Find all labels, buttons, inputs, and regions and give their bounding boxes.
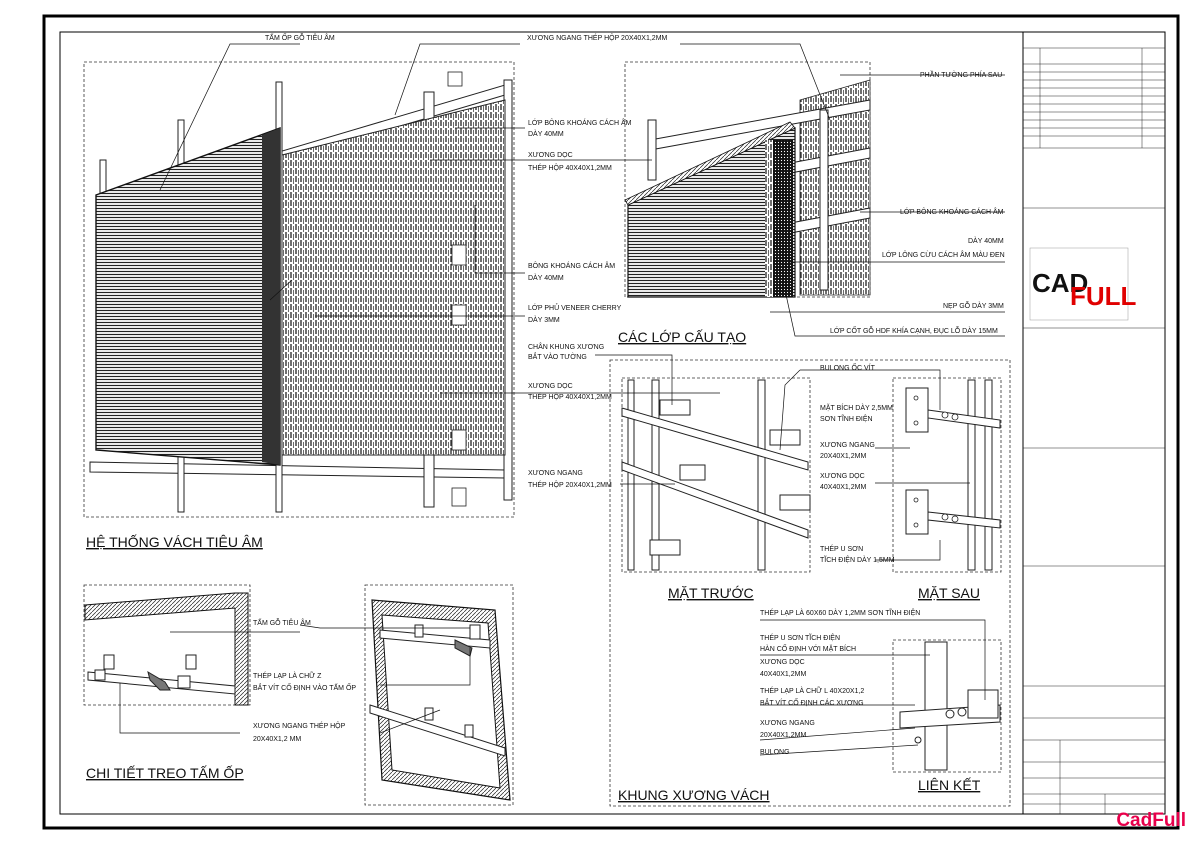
leader-lines [119,43,1005,756]
callout-bulong: BULONG [760,749,790,756]
callout-thep-lap-l-b: BẮT VÍT CỐ ĐỊNH CÁC XƯƠNG [760,697,864,707]
callout-thep-lap-z-b: BẮT VÍT CỐ ĐỊNH VÀO TẤM ỐP [253,682,356,692]
callout-lop-bong-1b: DÀY 40MM [528,129,564,138]
callouts: TẤM ỐP GỖ TIÊU ÂM XƯƠNG NGANG THÉP HỘP 2… [253,32,1005,756]
callout-xuong-ngang-4b: 20X40X1,2 MM [253,736,301,743]
title-chi-tiet: CHI TIẾT TREO TẤM ỐP [86,764,244,781]
callout-xuong-ngang-top: XƯƠNG NGANG THÉP HỘP 20X40X1,2MM [527,33,668,42]
sheet-border [42,14,1180,830]
callout-xuong-ngang-5a: XƯƠNG NGANG [760,720,815,727]
title-block: CAD FULL [1022,31,1166,815]
callout-xuong-ngang-3b: 20X40X1,2MM [820,453,866,460]
logo-cad-text: CAD [1032,268,1088,298]
callout-mat-bich-a: MẶT BÍCH DÀY 2,5MM [820,403,893,412]
callout-xuong-ngang-5b: 20X40X1,2MM [760,732,806,739]
callout-xuong-doc-2a: XƯƠNG DỌC [528,383,573,390]
callout-veneer-a: LỚP PHỦ VENEER CHERRY [528,303,622,312]
title-mat-sau: MẶT SAU [918,585,980,601]
callout-xuong-doc-4a: XƯƠNG DỌC [760,659,805,666]
callout-tam-go-2: TẤM GỖ TIÊU ÂM [253,617,311,627]
callout-xuong-ngang-2b: THÉP HỘP 20X40X1,2MM [528,480,612,489]
callout-xuong-doc-4b: 40X40X1,2MM [760,671,806,678]
hanging-detail-views [83,584,514,806]
main-iso-view [83,61,515,518]
callout-thep-u-2b: HÀN CỐ ĐỊNH VỚI MẶT BÍCH [760,643,856,653]
callout-tam-op-go: TẤM ỐP GỖ TIÊU ÂM [265,32,335,42]
callout-thep-u-2a: THÉP U SƠN TĨCH ĐIỆN [760,633,840,642]
cadfull-watermark: CadFull [1116,810,1186,831]
callout-thep-lap-l-a: THÉP LẠP LÀ CHỮ L 40X20X1,2 [760,686,864,695]
callout-veneer-b: DÀY 3MM [528,315,560,324]
callout-lop-cot: LỚP CỐT GỖ HDF KHÍA CẠNH, ĐỤC LỖ DÀY 15M… [830,325,998,335]
frame-views [609,359,1011,807]
callout-xuong-doc-2b: THÉP HỘP 40X40X1,2MM [528,392,612,401]
callout-lop-bong-1a: LỚP BÔNG KHOÁNG CÁCH ÂM [528,118,632,127]
title-lien-ket: LIÊN KẾT [918,777,981,793]
callout-lop-bong-2b: DÀY 40MM [968,236,1004,245]
callout-bong-khoang-a: BÔNG KHOÁNG CÁCH ÂM [528,261,615,270]
callout-chan-khung-a: CHÂN KHUNG XƯƠNG [528,342,604,351]
callout-xuong-doc-1a: XƯƠNG DỌC [528,152,573,159]
callout-phan-tuong: PHẦN TƯỜNG PHÍA SAU [920,69,1002,79]
layers-view [624,61,871,298]
callout-xuong-ngang-3a: XƯƠNG NGANG [820,442,875,449]
callout-thep-u-b: TĨCH ĐIỆN DÀY 1,5MM [820,555,895,564]
callout-bulong-oc-vit: BULONG ỐC VÍT [820,362,876,372]
callout-mat-bich-b: SƠN TĨNH ĐIỆN [820,414,873,423]
callout-xuong-ngang-2a: XƯƠNG NGANG [528,470,583,477]
callout-xuong-ngang-4a: XƯƠNG NGANG THÉP HỘP [253,721,346,730]
title-he-thong: HỆ THỐNG VÁCH TIÊU ÂM [86,533,263,550]
callout-chan-khung-b: BẮT VÀO TƯỜNG [528,352,587,361]
callout-xuong-doc-3b: 40X40X1,2MM [820,484,866,491]
callout-thep-lap-60: THÉP LẠP LÀ 60X60 DÀY 1,2MM SƠN TĨNH ĐIỆ… [760,608,920,617]
title-khung: KHUNG XƯƠNG VÁCH [618,787,770,803]
callout-thep-u-a: THÉP U SƠN [820,544,863,553]
title-mat-truoc: MẶT TRƯỚC [668,585,754,601]
title-cac-lop: CÁC LỚP CẤU TẠO [618,329,746,345]
logo-full-text: FULL [1070,281,1137,311]
callout-lop-bong-2a: LỚP BÔNG KHOÁNG CÁCH ÂM [900,207,1004,216]
callout-xuong-doc-1b: THÉP HỘP 40X40X1,2MM [528,163,612,172]
section-titles: HỆ THỐNG VÁCH TIÊU ÂM CÁC LỚP CẤU TẠO MẶ… [86,329,981,803]
callout-thep-lap-z-a: THÉP LẠP LÀ CHỮ Z [253,671,322,680]
callout-xuong-doc-3a: XƯƠNG DỌC [820,473,865,480]
callout-bong-khoang-b: DÀY 40MM [528,273,564,282]
callout-lop-long-cuu: LỚP LÔNG CỪU CÁCH ÂM MÀU ĐEN [882,250,1005,259]
callout-nep-go: NẸP GỖ DÀY 3MM [943,301,1004,310]
